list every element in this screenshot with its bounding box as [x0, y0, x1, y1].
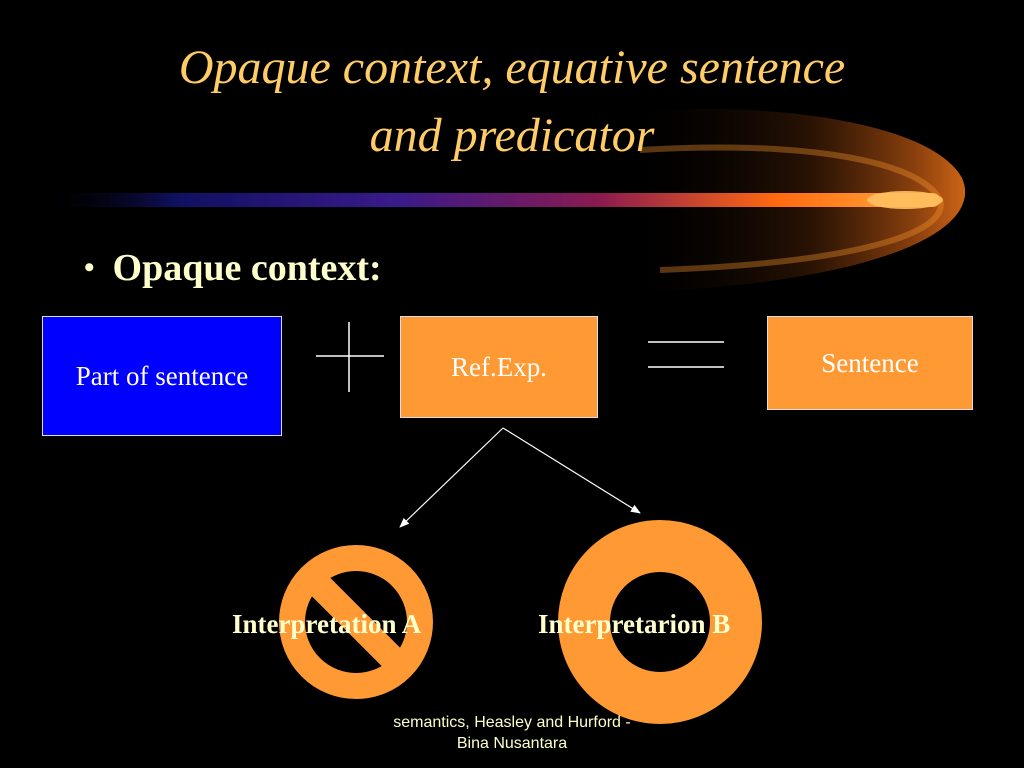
- title-line-2: and predicator: [369, 109, 655, 162]
- part-of-sentence-label: Part of sentence: [75, 360, 249, 391]
- arrow-to-interpretation-b: [502, 427, 641, 514]
- title-line-1: Opaque context, equative sentence: [178, 41, 846, 94]
- ring-icon: [558, 520, 762, 724]
- prohibited-icon: [279, 545, 433, 699]
- footer: semantics, Heasley and Hurford - Bina Nu…: [352, 712, 672, 754]
- interpretation-b-label: Interpretarion B: [538, 609, 731, 639]
- sentence-box: Sentence: [767, 316, 973, 410]
- footer-line-2: Bina Nusantara: [456, 735, 568, 752]
- bullet-item: • Opaque context:: [84, 240, 382, 296]
- arrow-to-interpretation-a: [399, 427, 504, 528]
- interpretation-a-label: Interpretation A: [232, 609, 422, 639]
- ref-exp-label: Ref.Exp.: [451, 351, 547, 382]
- bullet-text: Opaque context:: [112, 247, 382, 289]
- part-of-sentence-box: Part of sentence: [42, 316, 282, 436]
- ref-exp-box: Ref.Exp.: [400, 316, 598, 418]
- beam: [40, 193, 940, 207]
- beam-glow: [867, 191, 943, 209]
- footer-line-1: semantics, Heasley and Hurford -: [393, 714, 631, 731]
- bullet-dot: •: [84, 251, 95, 284]
- sentence-label: Sentence: [821, 347, 919, 378]
- plus-sign: [316, 322, 384, 392]
- equals-sign: [648, 341, 724, 368]
